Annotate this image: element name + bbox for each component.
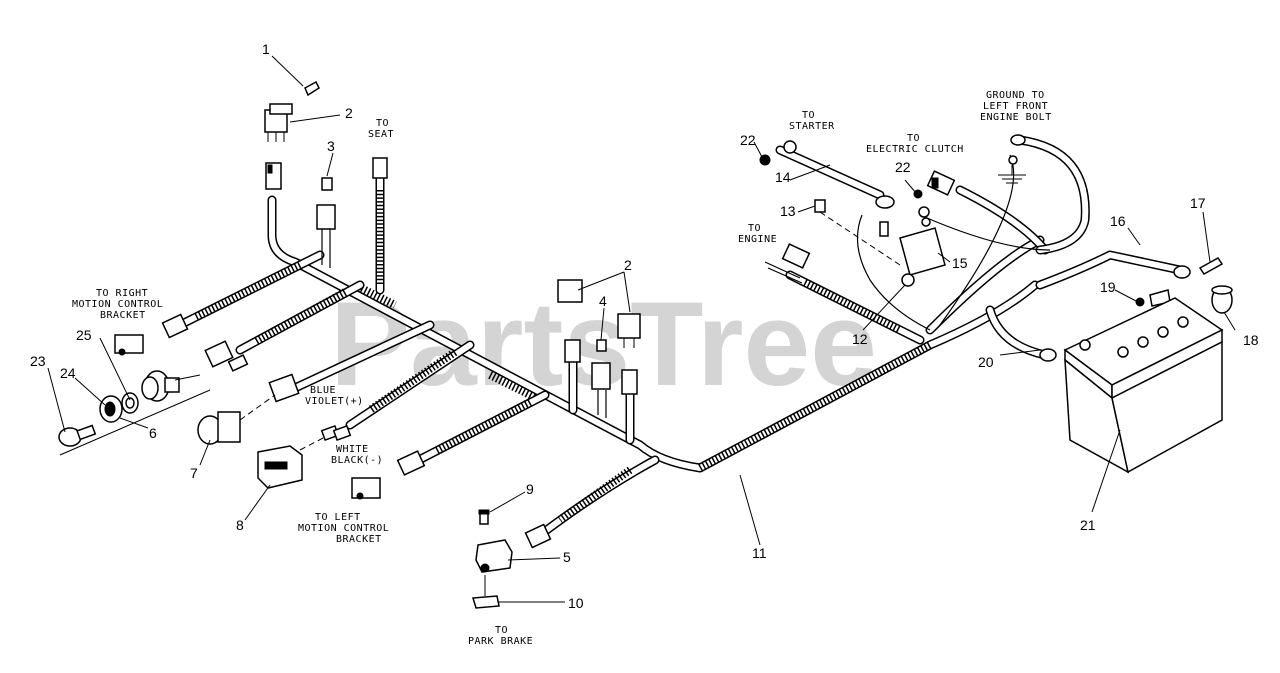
callout-10: 10 [568, 595, 584, 611]
to-left-motion-line-1: TO LEFT [315, 512, 361, 523]
callout-13: 13 [780, 203, 796, 219]
to-right-motion-line-3: BRACKET [100, 310, 146, 321]
callout-22-right: 22 [895, 159, 911, 175]
harness-branches-right [775, 135, 1185, 360]
electric-clutch-connector [926, 170, 956, 196]
solenoid-part-15 [856, 214, 946, 331]
callout-17: 17 [1190, 195, 1206, 211]
hour-meter-part-8 [257, 445, 303, 489]
callout-24: 24 [60, 365, 76, 381]
ground-line-3: ENGINE BOLT [980, 112, 1052, 123]
screw-part-9 [478, 509, 490, 525]
callout-12: 12 [852, 331, 868, 347]
battery-cable-part-16 [1173, 265, 1191, 279]
to-starter-line-2: STARTER [789, 121, 835, 132]
relay-part-2-middle [557, 279, 641, 348]
callout-9: 9 [526, 481, 534, 497]
key-part-23 [58, 424, 97, 447]
to-engine-line-2: ENGINE [738, 234, 777, 245]
callout-3: 3 [327, 138, 335, 154]
to-left-motion-line-2: MOTION CONTROL [298, 523, 389, 534]
bezel-part-24 [99, 395, 123, 423]
to-starter-line-1: TO [802, 110, 815, 121]
ground-terminal [998, 134, 1026, 184]
harness-branches-middle [568, 355, 635, 445]
callout-20: 20 [978, 354, 994, 370]
bracket-part-10 [472, 595, 500, 609]
ground-line-1: GROUND TO [986, 90, 1045, 101]
battery-part-21 [1063, 297, 1224, 474]
callout-8: 8 [236, 517, 244, 533]
callout-numbers: 1 2 3 2 4 5 6 7 8 9 10 11 12 13 14 15 16… [30, 41, 1259, 611]
to-left-motion-line-3: BRACKET [336, 534, 382, 545]
callout-18: 18 [1243, 332, 1259, 348]
motion-control-connector-right [114, 313, 189, 356]
to-engine-line-1: TO [748, 223, 761, 234]
callout-19: 19 [1100, 279, 1116, 295]
blue-label: BLUE [310, 385, 336, 396]
white-label: WHITE [336, 444, 369, 455]
harness-connector-left-2 [204, 340, 249, 372]
to-seat-line-1: TO [376, 118, 389, 129]
nut-part-25 [121, 392, 139, 414]
callout-22-left: 22 [740, 132, 756, 148]
harness-connector-top [265, 162, 282, 190]
to-clutch-line-2: ELECTRIC CLUTCH [866, 144, 964, 155]
to-clutch-line-1: TO [907, 133, 920, 144]
light-part-7 [197, 411, 241, 445]
harness-connectors-middle [564, 339, 638, 395]
callout-21: 21 [1080, 517, 1096, 533]
ignition-switch-part-6 [141, 370, 180, 402]
violet-label: VIOLET(+) [305, 396, 364, 407]
nut-part-19 [1135, 289, 1171, 307]
callout-5: 5 [563, 549, 571, 565]
callout-2-top: 2 [345, 105, 353, 121]
to-seat-line-2: SEAT [368, 129, 394, 140]
harness-branches-left [175, 170, 660, 540]
callout-2-middle: 2 [624, 257, 632, 273]
ground-line-2: LEFT FRONT [983, 101, 1048, 112]
callout-25: 25 [76, 327, 92, 343]
callout-23: 23 [30, 353, 46, 369]
callout-11: 11 [752, 545, 767, 561]
park-brake-switch-part-5 [475, 523, 552, 573]
nut-part-22-left [759, 154, 771, 166]
fuse-part-3 [316, 177, 336, 230]
callout-1: 1 [262, 41, 270, 57]
cable-part-14 [783, 140, 895, 209]
to-right-motion-line-1: TO RIGHT [96, 288, 148, 299]
engine-connector [764, 243, 811, 284]
fuse-part-4 [591, 339, 611, 390]
callout-15: 15 [952, 255, 968, 271]
motion-control-connector-left [351, 450, 426, 500]
screw-part-1 [304, 80, 320, 97]
to-park-brake-line-1: TO [495, 625, 508, 636]
cable-part-20 [1039, 348, 1057, 362]
callout-leaders [47, 55, 1236, 603]
harness-connector-left-3 [268, 373, 300, 403]
seat-connector [372, 157, 388, 179]
callout-6: 6 [149, 425, 157, 441]
black-label: BLACK(-) [331, 455, 383, 466]
callout-7: 7 [190, 465, 198, 481]
callout-14: 14 [775, 169, 791, 185]
nut-part-22-right [913, 189, 931, 227]
wire-terminals-blue-white [320, 424, 352, 442]
callout-4: 4 [599, 293, 607, 309]
callout-16: 16 [1110, 213, 1126, 229]
to-park-brake-line-2: PARK BRAKE [468, 636, 533, 647]
cover-part-18 [1211, 285, 1233, 314]
relay-part-2-top [264, 103, 293, 142]
bolt-part-17 [1198, 257, 1224, 275]
to-right-motion-line-2: MOTION CONTROL [72, 299, 163, 310]
diagram-labels: TO SEAT TO RIGHT MOTION CONTROL BRACKET … [72, 90, 1052, 647]
